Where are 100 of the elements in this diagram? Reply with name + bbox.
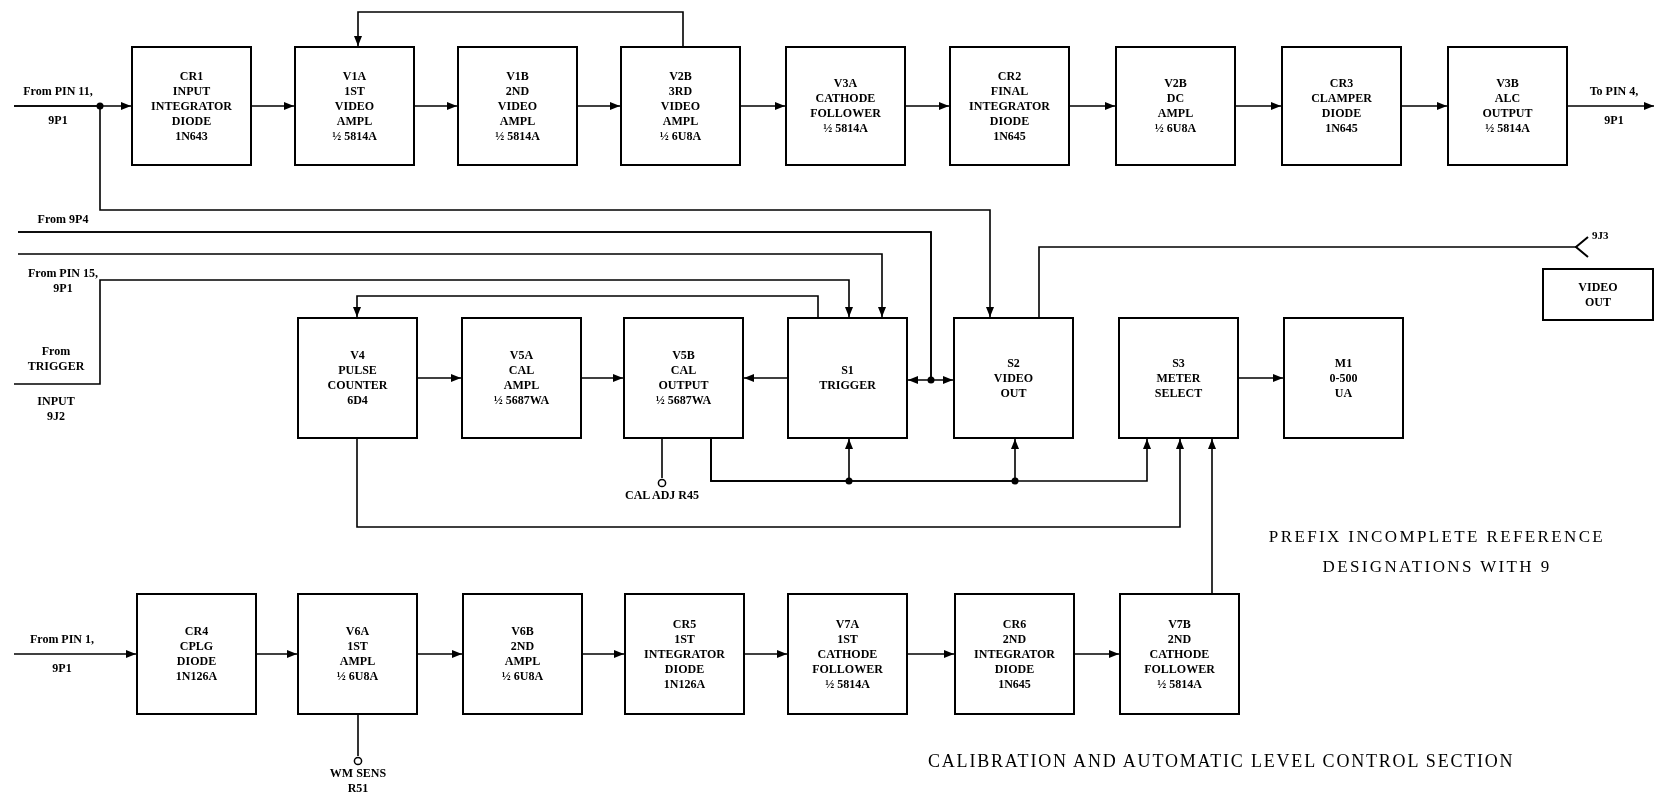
block-label: 2ND (510, 639, 535, 654)
block-label: 1N643 (175, 128, 208, 144)
port-label: To PIN 4, (1588, 84, 1640, 99)
circuit-block (787, 593, 908, 715)
block-label: 0-500 (1329, 370, 1358, 386)
terminal-label: WM SENS (329, 766, 387, 781)
block-label: 1N126A (175, 669, 218, 684)
block-label: AMPL (1157, 106, 1194, 121)
circuit-block (297, 593, 418, 715)
port-label: TRIGGER (26, 359, 86, 374)
connector-arrow (577, 102, 621, 110)
block-label: AMPL (336, 113, 373, 129)
block-label: 2ND (1002, 631, 1027, 647)
circuit-block (1119, 593, 1240, 715)
connector-arrow (1238, 374, 1284, 382)
note-text: PREFIX INCOMPLETE REFERENCE DESIGNATIONS WITH 9 (1267, 526, 1607, 578)
circuit-block (1115, 46, 1236, 166)
block-label: DIODE (1321, 106, 1362, 121)
block-label: CATHODE (815, 91, 876, 106)
block-label: DIODE (171, 113, 212, 129)
block-label: ½ 5687WA (493, 393, 550, 408)
block-label: INTEGRATOR (151, 98, 232, 114)
block-label: V2B (1164, 76, 1187, 91)
block-label: FOLLOWER (812, 661, 883, 677)
block-label: V1B (506, 68, 529, 84)
block-label: 1N645 (1325, 121, 1358, 136)
port-label: 9P1 (52, 281, 74, 296)
connector-line (661, 438, 663, 479)
port-label: INPUT (36, 394, 76, 409)
circuit-block (1283, 317, 1404, 439)
block-label: AMPL (339, 654, 376, 669)
connector-arrow (414, 102, 458, 110)
block-label: CATHODE (817, 646, 878, 662)
block-label: 3RD (668, 83, 693, 99)
connector-arrow (1038, 236, 1589, 318)
block-label: VIDEO (993, 370, 1034, 386)
block-label: COUNTER (327, 378, 388, 393)
circuit-block (131, 46, 252, 166)
block-label: V4 (350, 348, 365, 363)
connector-arrow (581, 374, 624, 382)
block-label: 1N645 (998, 676, 1031, 692)
connector-arrow (1235, 102, 1282, 110)
block-label: 1ST (674, 631, 695, 647)
block-label: S1 (841, 363, 854, 378)
circuit-block (787, 317, 908, 439)
connector-arrow (417, 650, 463, 658)
connector-arrow (1567, 102, 1655, 110)
block-label: V5A (509, 348, 534, 363)
block-label: ½ 5687WA (655, 393, 712, 408)
block-label: INPUT (172, 83, 211, 99)
circuit-block (785, 46, 906, 166)
circuit-block (1118, 317, 1239, 439)
block-label: SELECT (1154, 385, 1203, 401)
block-label: V7B (1168, 616, 1191, 632)
port-label: 9P1 (1603, 113, 1625, 128)
circuit-block (623, 317, 744, 439)
block-label: ½ 6U8A (336, 669, 379, 684)
block-label: 2ND (1167, 631, 1192, 647)
connector-arrow (256, 650, 298, 658)
block-label: ½ 5814A (1157, 676, 1202, 692)
connector-arrow (905, 102, 950, 110)
port-label: 9P1 (47, 113, 69, 128)
block-label: ½ 5814A (1485, 121, 1530, 136)
connector-arrow (354, 11, 684, 47)
block-label: CR2 (997, 68, 1022, 84)
block-label: VIDEO (334, 98, 375, 114)
block-label: FOLLOWER (810, 106, 881, 121)
block-label: ½ 6U8A (501, 669, 544, 684)
circuit-block (136, 593, 257, 715)
block-label: AMPL (504, 654, 541, 669)
block-label: CLAMPER (1311, 91, 1372, 106)
block-label: V6A (345, 624, 370, 639)
block-label: FOLLOWER (1144, 661, 1215, 677)
port-label: From PIN 15, (26, 266, 100, 281)
block-label: AMPL (499, 113, 536, 129)
circuit-block (620, 46, 741, 166)
diagram-caption: CALIBRATION AND AUTOMATIC LEVEL CONTROL SECTION (928, 750, 1515, 773)
connector-arrow (743, 374, 788, 382)
connector-arrow (417, 374, 462, 382)
circuit-block (624, 593, 745, 715)
block-label: CATHODE (1149, 646, 1210, 662)
block-label: CR6 (1002, 616, 1027, 632)
block-label: METER (1156, 370, 1201, 386)
connector-arrow (1401, 102, 1448, 110)
block-label: PULSE (338, 363, 377, 378)
block-label: DIODE (176, 654, 217, 669)
connector-arrow (907, 650, 955, 658)
circuit-block (457, 46, 578, 166)
block-label: TRIGGER (819, 378, 876, 393)
block-label: FINAL (990, 83, 1029, 99)
block-label: INTEGRATOR (644, 646, 725, 662)
block-label: ALC (1494, 91, 1521, 106)
connector-arrow (1074, 650, 1120, 658)
block-label: V6B (511, 624, 534, 639)
block-label: V2B (669, 68, 692, 84)
block-label: DIODE (664, 661, 705, 677)
block-label: V5B (672, 348, 695, 363)
circuit-block (1447, 46, 1568, 166)
circuit-block (294, 46, 415, 166)
block-label: V1A (342, 68, 367, 84)
